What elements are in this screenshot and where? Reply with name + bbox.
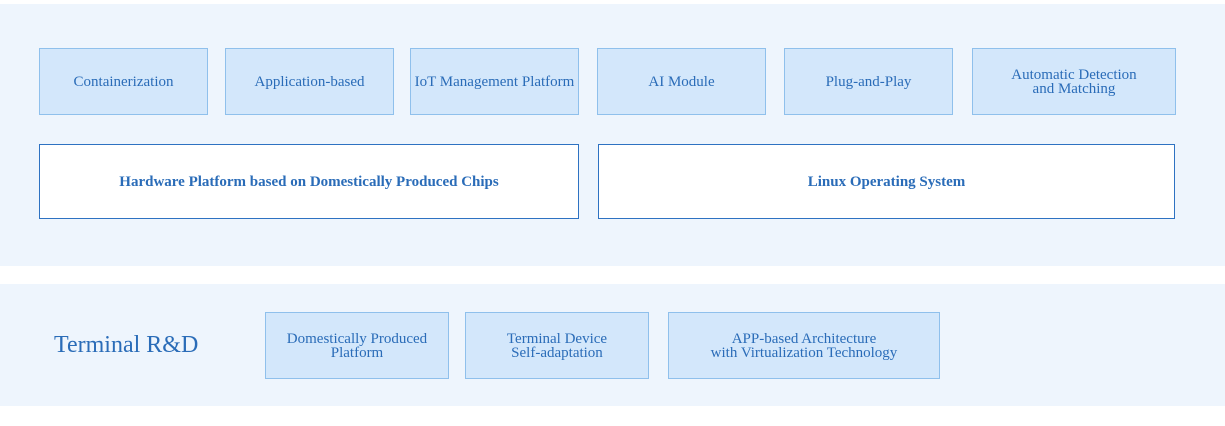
feature-ai-module: AI Module — [597, 48, 766, 115]
architecture-panel — [0, 4, 1225, 266]
linux-os-box: Linux Operating System — [598, 144, 1175, 219]
rd-self-adaptation: Terminal Device Self-adaptation — [465, 312, 649, 379]
rd-domestic-platform: Domestically Produced Platform — [265, 312, 449, 379]
feature-automatic-detection: Automatic Detection and Matching — [972, 48, 1176, 115]
rd-app-architecture: APP-based Architecture with Virtualizati… — [668, 312, 940, 379]
feature-containerization: Containerization — [39, 48, 208, 115]
terminal-rd-title: Terminal R&D — [54, 332, 199, 358]
feature-application-based: Application-based — [225, 48, 394, 115]
feature-plug-and-play: Plug-and-Play — [784, 48, 953, 115]
hardware-platform-box: Hardware Platform based on Domestically … — [39, 144, 579, 219]
feature-iot-management-platform: IoT Management Platform — [410, 48, 579, 115]
